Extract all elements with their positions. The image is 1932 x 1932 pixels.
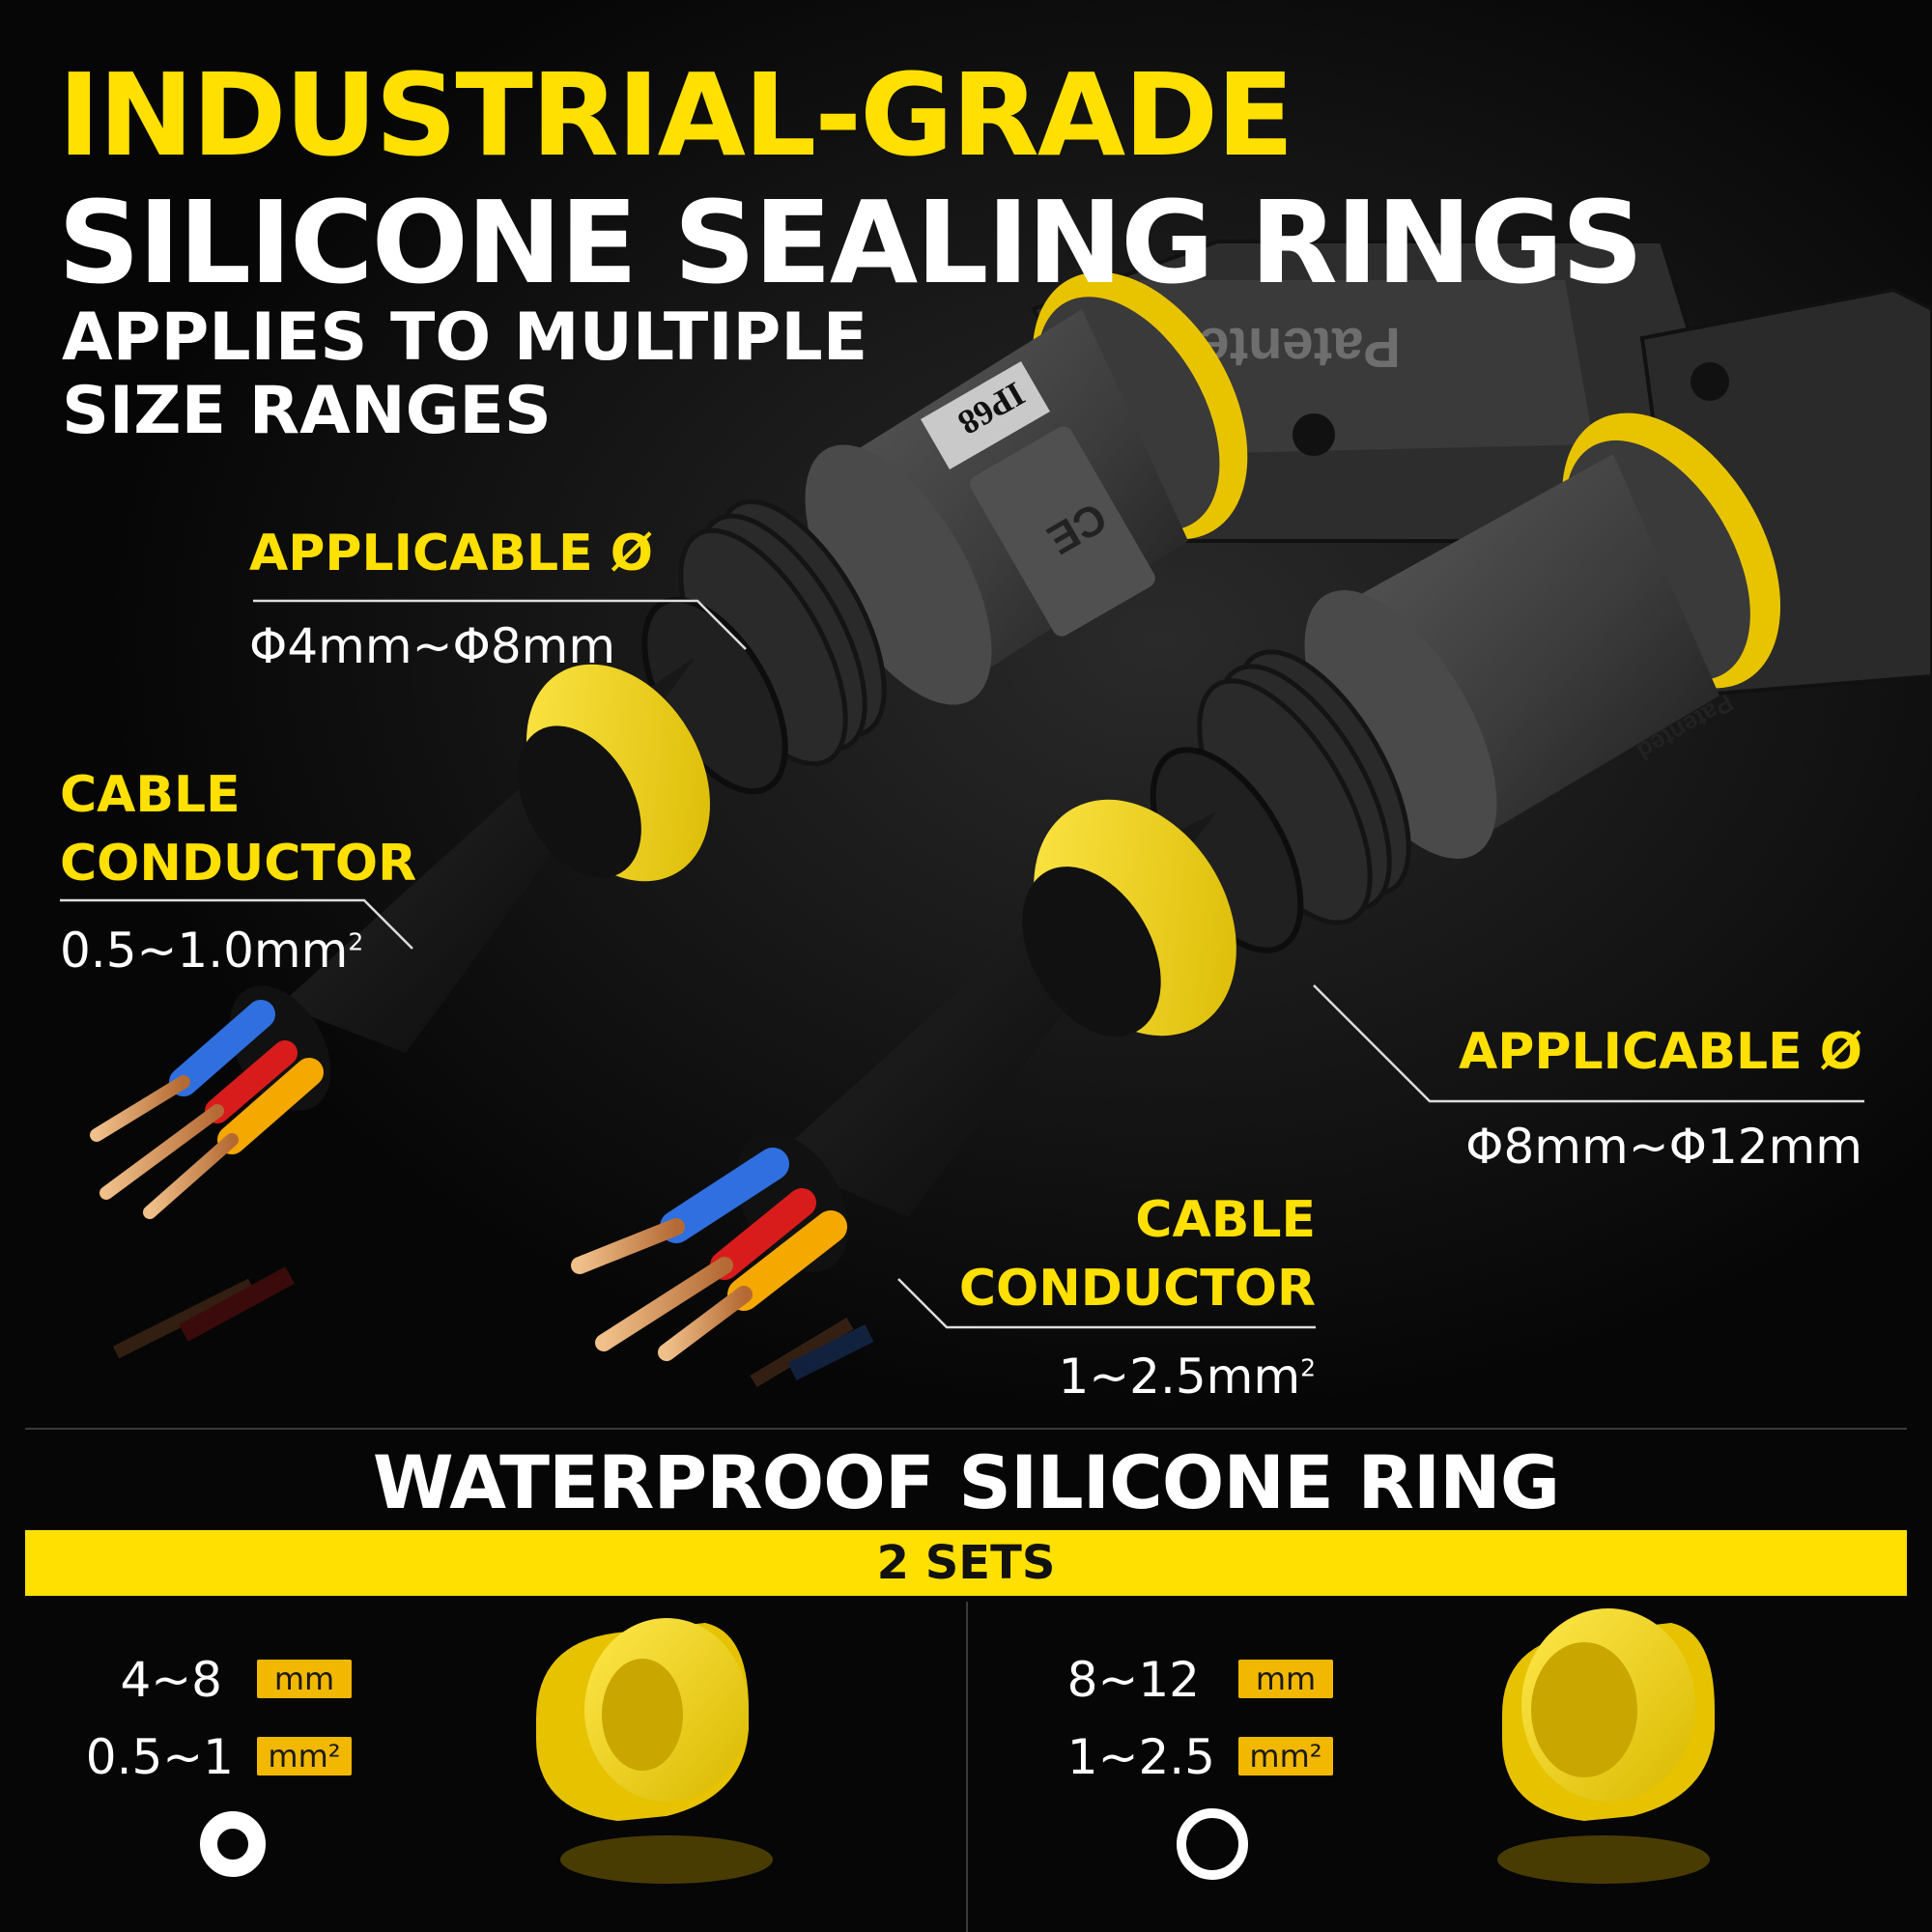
set-2-section-unit: mm² (1238, 1737, 1333, 1776)
callout-right-conductor-label: CABLE CONDUCTOR (959, 1186, 1316, 1322)
connector-right: Patented (571, 287, 1932, 1361)
ring-product-large (1497, 1608, 1715, 1884)
callout-right-conductor-line-1: CABLE (1135, 1191, 1316, 1249)
subtitle: APPLIES TO MULTIPLE SIZE RANGES (62, 299, 868, 450)
set-1-section-unit: mm² (257, 1737, 352, 1776)
set-1-section: 0.5~1 (85, 1729, 234, 1785)
section-divider (25, 1428, 1907, 1430)
section-title: WATERPROOF SILICONE RING (372, 1439, 1560, 1525)
callout-left-conductor-label: CABLE CONDUCTOR (60, 761, 416, 897)
headline-line-1: INDUSTRIAL-GRADE (58, 48, 1294, 182)
ring-size-icon (1177, 1808, 1248, 1880)
callout-right-conductor-value: 1~2.5mm2 (1058, 1349, 1316, 1405)
ring-product-small (536, 1618, 773, 1884)
sets-banner: 2 SETS (25, 1530, 1907, 1596)
floor-reflection (112, 1266, 874, 1388)
callout-left-diameter-value: Φ4mm~Φ8mm (249, 618, 616, 674)
callout-left-conductor-number: 0.5~1.0mm (60, 923, 349, 979)
callout-right-conductor-exp: 2 (1300, 1353, 1316, 1382)
screw-hole-icon (1293, 413, 1335, 456)
callout-leaders (60, 599, 1864, 1329)
callout-left-conductor-line-1: CABLE (60, 766, 241, 824)
callout-left-conductor-line-2: CONDUCTOR (60, 834, 417, 893)
connector-left: Patented CE IP68 (90, 240, 1703, 1219)
callout-left-conductor-value: 0.5~1.0mm2 (60, 923, 363, 979)
callout-left-diameter-label: APPLICABLE Ø (249, 525, 653, 582)
callout-right-conductor-number: 1~2.5mm (1058, 1349, 1301, 1405)
callout-left-conductor-exp: 2 (348, 927, 364, 956)
callout-right-conductor-line-2: CONDUCTOR (958, 1259, 1316, 1318)
headline-line-2: SILICONE SEALING RINGS (58, 176, 1643, 309)
callout-right-diameter-value: Φ8mm~Φ12mm (1465, 1119, 1862, 1175)
set-2-section: 1~2.5 (1066, 1729, 1215, 1785)
set-2-range: 8~12 (1066, 1652, 1200, 1708)
set-1-range-unit: mm (257, 1660, 352, 1698)
ring-size-icon (200, 1811, 266, 1877)
set-2-range-unit: mm (1238, 1660, 1333, 1698)
callout-right-diameter-label: APPLICABLE Ø (1459, 1023, 1862, 1081)
screw-hole-icon (1690, 362, 1729, 401)
set-1-range: 4~8 (120, 1652, 222, 1708)
sets-divider (966, 1602, 968, 1932)
